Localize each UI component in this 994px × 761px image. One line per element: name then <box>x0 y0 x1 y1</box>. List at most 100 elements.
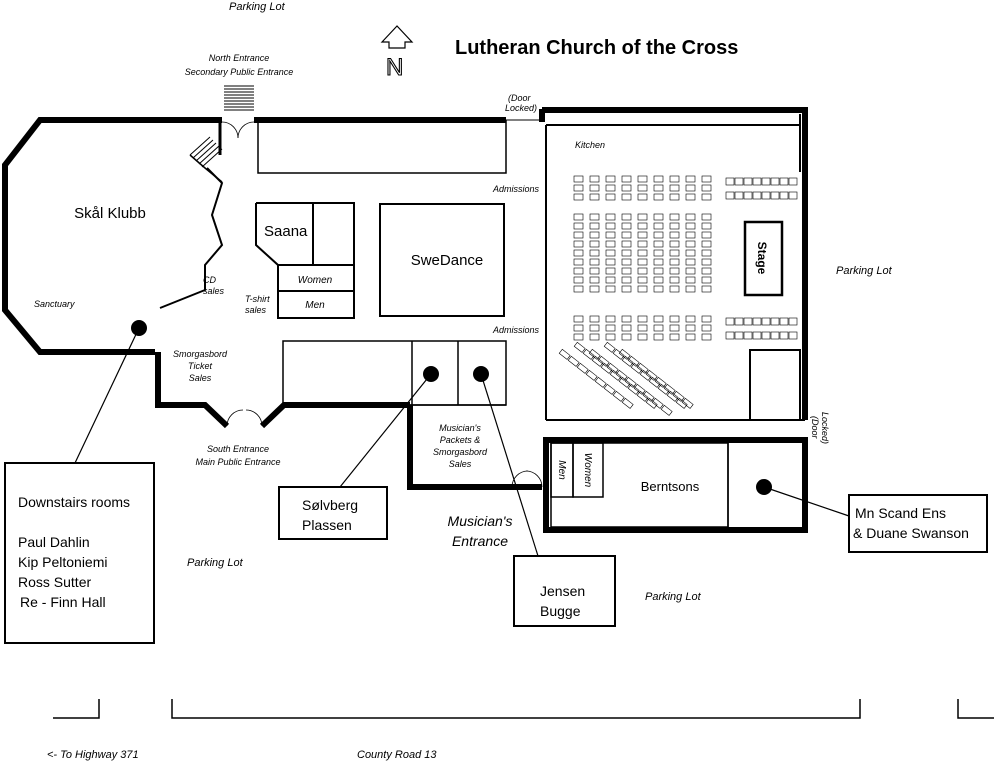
seat <box>605 285 616 293</box>
seat <box>653 175 664 183</box>
seat <box>573 184 584 192</box>
seat <box>685 267 696 275</box>
seat <box>589 231 600 239</box>
seat <box>701 276 712 284</box>
seat <box>685 333 696 341</box>
seat <box>600 362 613 374</box>
map-title: Lutheran Church of the Cross <box>455 37 738 59</box>
downstairs-rooms-callout: Downstairs rooms Paul Dahlin Kip Peltoni… <box>4 462 155 644</box>
swedance-label: SweDance <box>411 252 484 269</box>
seat <box>788 317 798 326</box>
county-road <box>53 699 994 719</box>
seat <box>654 376 667 388</box>
seat <box>743 177 753 186</box>
seat <box>603 383 616 395</box>
musicians-entrance-sublabel: Entrance <box>452 533 508 549</box>
seat <box>637 276 648 284</box>
seat <box>669 213 680 221</box>
seat <box>752 331 762 340</box>
seat <box>657 383 670 395</box>
seat <box>660 404 673 416</box>
seat <box>669 267 680 275</box>
seat <box>675 397 688 409</box>
seat <box>637 267 648 275</box>
north-entrance-sublabel: Secondary Public Entrance <box>185 67 294 77</box>
seat <box>637 249 648 257</box>
seat <box>653 324 664 332</box>
seat <box>685 324 696 332</box>
seat <box>761 331 771 340</box>
seat <box>589 240 600 248</box>
seat <box>651 397 664 409</box>
seat <box>788 191 798 200</box>
seat <box>637 285 648 293</box>
kitchen-label: Kitchen <box>575 140 605 150</box>
seat <box>589 175 600 183</box>
seat <box>701 193 712 201</box>
seat <box>621 222 632 230</box>
seat <box>669 249 680 257</box>
skal-klubb-label: Skål Klubb <box>74 205 146 222</box>
seat <box>701 285 712 293</box>
seat <box>725 191 735 200</box>
north-hall-block <box>257 120 507 174</box>
to-highway-label: <- To Highway 371 <box>47 749 139 761</box>
seat <box>605 184 616 192</box>
seat <box>589 249 600 257</box>
seat <box>663 383 676 395</box>
seat <box>645 397 658 409</box>
seat <box>621 324 632 332</box>
seat <box>788 177 798 186</box>
seat <box>669 193 680 201</box>
seat <box>681 397 694 409</box>
seat <box>589 285 600 293</box>
admissions-label-top: Admissions <box>492 184 540 194</box>
seat <box>685 193 696 201</box>
seat <box>573 193 584 201</box>
downstairs-item: Ross Sutter <box>18 574 91 590</box>
seating-grid <box>558 175 798 416</box>
seat <box>669 285 680 293</box>
seat <box>685 258 696 266</box>
seat <box>589 324 600 332</box>
seat <box>701 324 712 332</box>
south-rooms <box>282 340 507 406</box>
seat <box>685 231 696 239</box>
seat <box>669 175 680 183</box>
seat <box>752 191 762 200</box>
seat <box>612 390 625 402</box>
seat <box>621 333 632 341</box>
seat <box>701 315 712 323</box>
seat <box>605 193 616 201</box>
seat <box>618 376 631 388</box>
seat <box>669 258 680 266</box>
men-restroom-label-east: Men <box>556 460 567 480</box>
seat <box>743 331 753 340</box>
seat <box>685 184 696 192</box>
seat <box>585 369 598 381</box>
seat <box>605 315 616 323</box>
seat <box>621 258 632 266</box>
stage <box>743 220 784 297</box>
seat <box>621 397 634 409</box>
seat <box>624 376 637 388</box>
seat <box>653 258 664 266</box>
seat <box>615 369 628 381</box>
seat <box>669 184 680 192</box>
seat <box>669 222 680 230</box>
north-arrow-icon: N <box>380 25 414 82</box>
seat <box>637 315 648 323</box>
seat <box>701 213 712 221</box>
seat <box>621 193 632 201</box>
seat <box>573 333 584 341</box>
seat <box>573 315 584 323</box>
seat <box>685 213 696 221</box>
seat <box>752 317 762 326</box>
seat <box>653 267 664 275</box>
seat <box>627 383 640 395</box>
parking-lot-label-south-east: Parking Lot <box>645 591 702 603</box>
seat <box>621 184 632 192</box>
plassen-label: Plassen <box>302 517 352 533</box>
seat <box>621 267 632 275</box>
seat <box>669 324 680 332</box>
